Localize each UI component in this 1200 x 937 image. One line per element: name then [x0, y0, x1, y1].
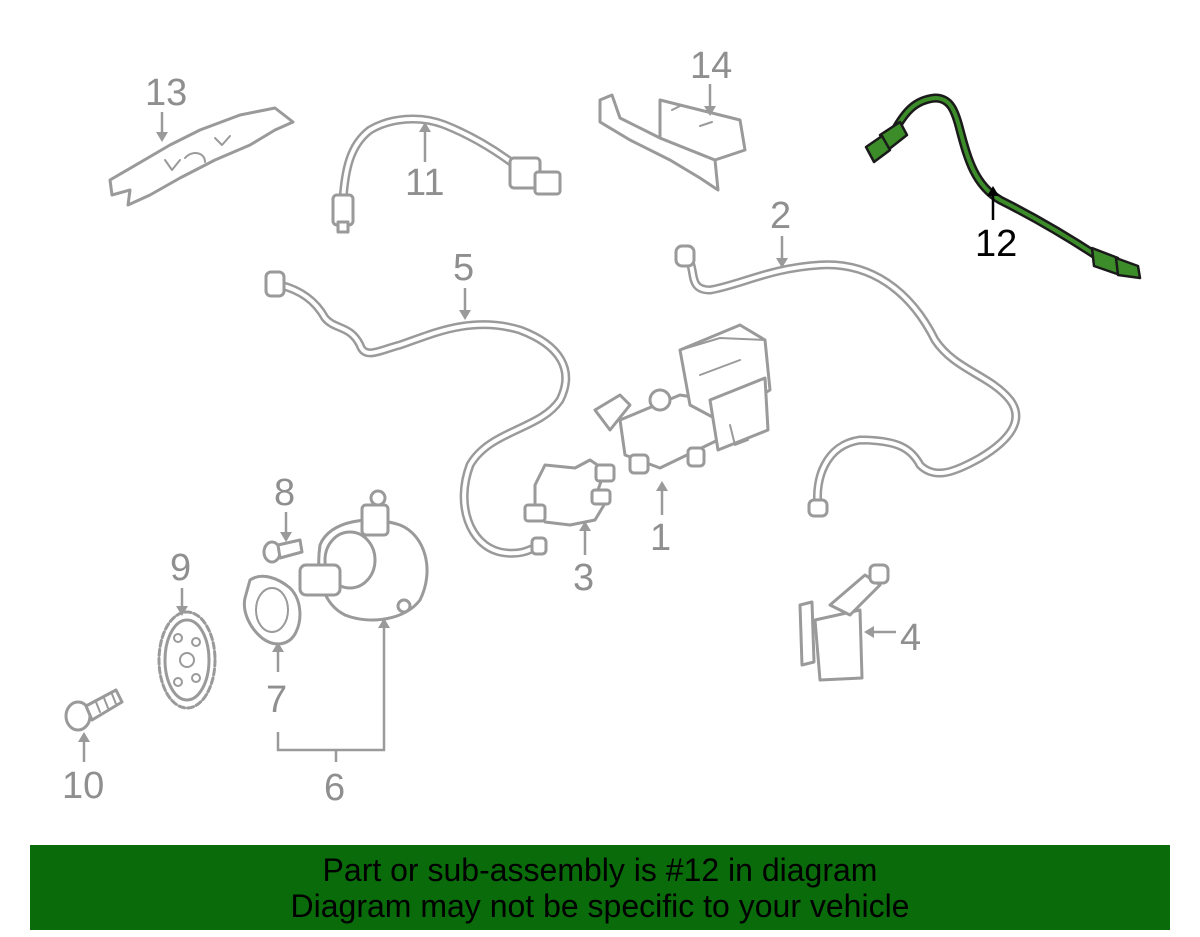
leader-1 [656, 481, 668, 515]
callout-1: 1 [650, 517, 671, 559]
leader-6 [276, 618, 390, 762]
leader-4 [864, 626, 896, 638]
part-9-sprocket[interactable] [157, 610, 217, 710]
callout-3: 3 [573, 557, 594, 599]
leader-9 [176, 588, 188, 616]
info-banner: Part or sub-assembly is #12 in diagram D… [30, 845, 1170, 930]
callout-4: 4 [900, 617, 921, 659]
callout-12: 12 [975, 223, 1017, 265]
leader-5 [459, 288, 471, 320]
part-2-hose[interactable] [674, 244, 1021, 518]
banner-line-1: Part or sub-assembly is #12 in diagram [322, 852, 878, 888]
leader-14 [704, 84, 716, 116]
callout-8: 8 [274, 472, 295, 514]
part-6-vacuum-pump[interactable] [298, 489, 429, 622]
part-12-oxygen-sensor[interactable] [864, 93, 1142, 280]
callout-9: 9 [170, 547, 191, 589]
part-13-bracket[interactable] [108, 106, 295, 207]
part-1-canister[interactable] [593, 323, 772, 475]
part-10-screw[interactable] [64, 688, 124, 732]
callout-2: 2 [770, 195, 791, 237]
leader-10 [78, 732, 90, 762]
leader-2 [776, 236, 788, 268]
part-11-sensor[interactable] [331, 114, 562, 234]
callout-14: 14 [690, 45, 732, 87]
part-5-hose[interactable] [264, 270, 571, 558]
part-3-valve[interactable] [523, 458, 616, 527]
leader-11 [419, 122, 431, 162]
callout-11: 11 [405, 162, 444, 204]
callout-7: 7 [266, 679, 287, 721]
part-8-bolt[interactable] [262, 538, 304, 564]
callout-13: 13 [145, 72, 187, 114]
banner-line-2: Diagram may not be specific to your vehi… [290, 888, 910, 924]
leader-13 [156, 112, 168, 142]
part-4-pump[interactable] [798, 563, 890, 682]
leader-12 [987, 186, 999, 220]
leader-7 [272, 642, 284, 672]
part-7-gasket[interactable] [242, 574, 302, 646]
callout-10: 10 [62, 765, 104, 807]
callout-6: 6 [324, 767, 345, 809]
leader-3 [579, 521, 591, 555]
callout-5: 5 [453, 247, 474, 289]
leader-8 [280, 512, 292, 542]
part-14-heat-shield[interactable] [598, 93, 747, 192]
